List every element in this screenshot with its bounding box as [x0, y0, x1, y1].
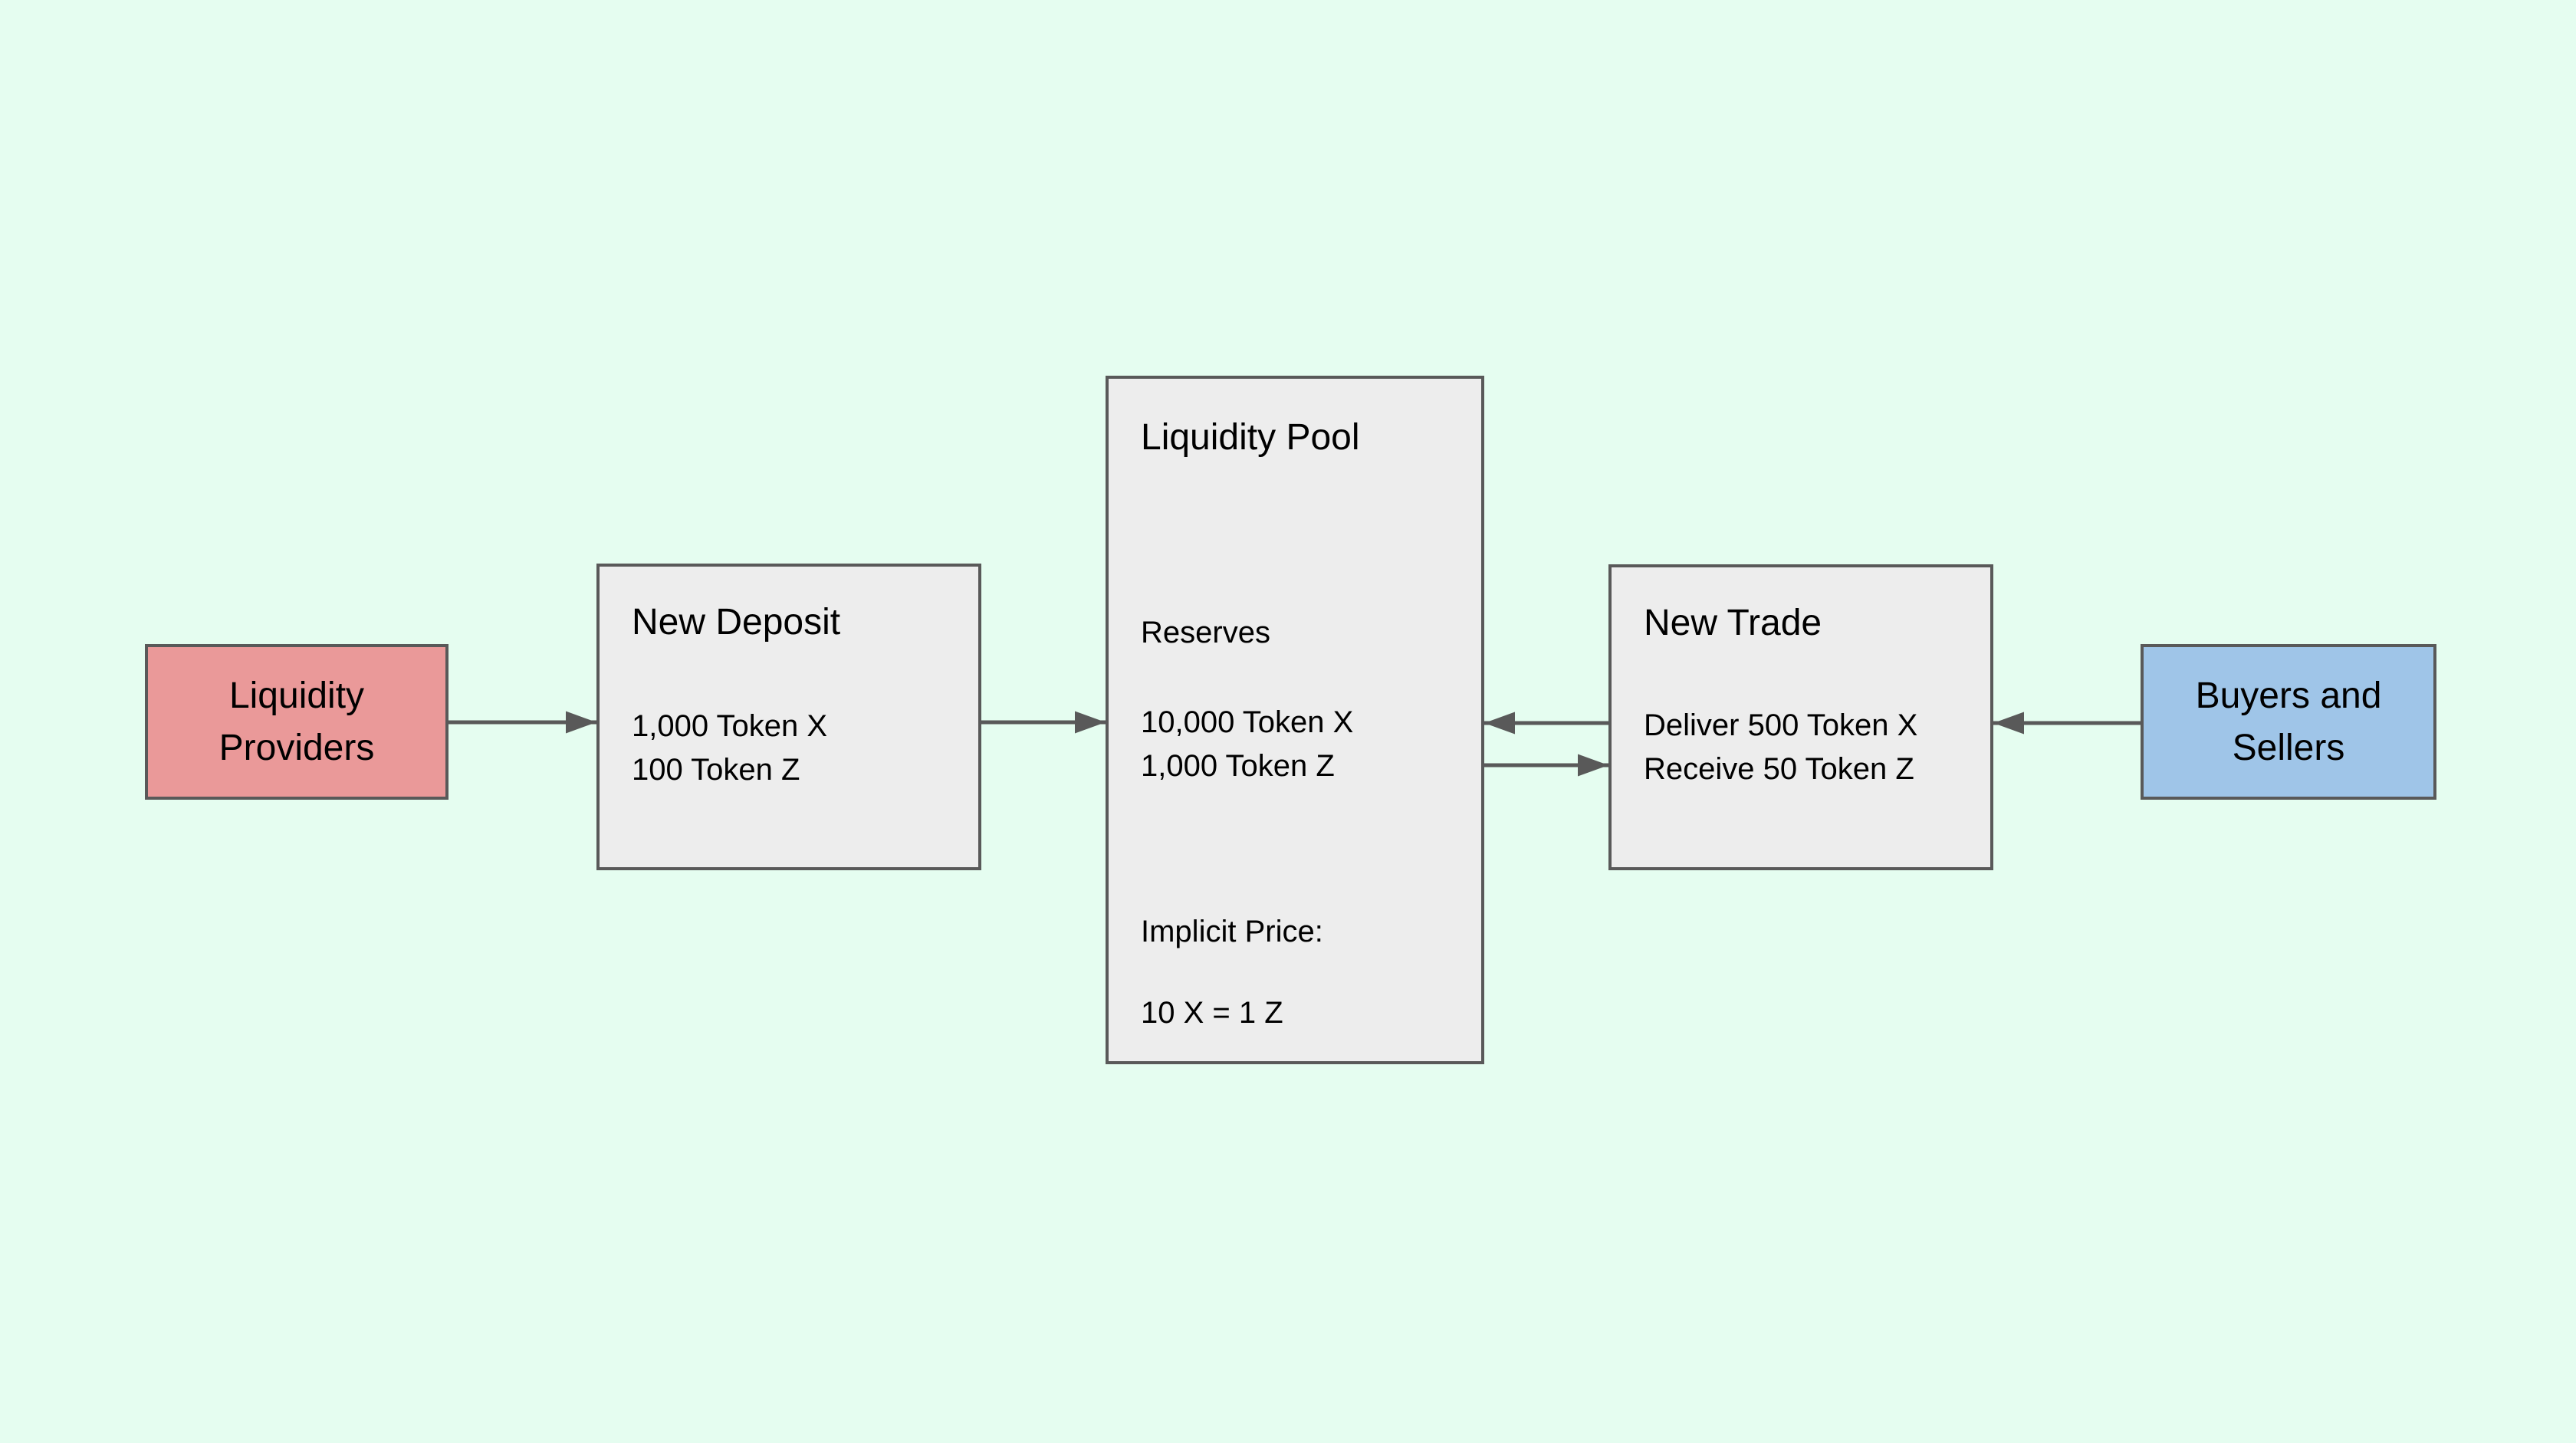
node-buyers-sellers[interactable]: Buyers and Sellers: [2141, 644, 2436, 800]
new-deposit-title: New Deposit: [632, 602, 841, 643]
new-deposit-amounts: 1,000 Token X 100 Token Z: [632, 709, 828, 787]
liquidity-providers-label: Liquidity Providers: [219, 675, 375, 768]
node-new-trade[interactable]: New Trade Deliver 500 Token X Receive 50…: [1608, 564, 1993, 870]
new-trade-amounts: Deliver 500 Token X Receive 50 Token Z: [1644, 708, 1918, 786]
liquidity-pool-reserves-label: Reserves: [1141, 616, 1270, 649]
liquidity-pool-reserve-amounts: 10,000 Token X 1,000 Token Z: [1141, 705, 1354, 783]
buyers-sellers-label: Buyers and Sellers: [2195, 675, 2382, 768]
node-new-deposit[interactable]: New Deposit 1,000 Token X 100 Token Z: [596, 564, 981, 870]
node-liquidity-pool[interactable]: Liquidity Pool Reserves 10,000 Token X 1…: [1106, 376, 1484, 1064]
liquidity-pool-price-value: 10 X = 1 Z: [1141, 996, 1283, 1030]
liquidity-pool-price-label: Implicit Price:: [1141, 915, 1323, 948]
node-liquidity-providers[interactable]: Liquidity Providers: [145, 644, 449, 800]
new-trade-title: New Trade: [1644, 603, 1822, 643]
liquidity-pool-title: Liquidity Pool: [1141, 417, 1360, 458]
